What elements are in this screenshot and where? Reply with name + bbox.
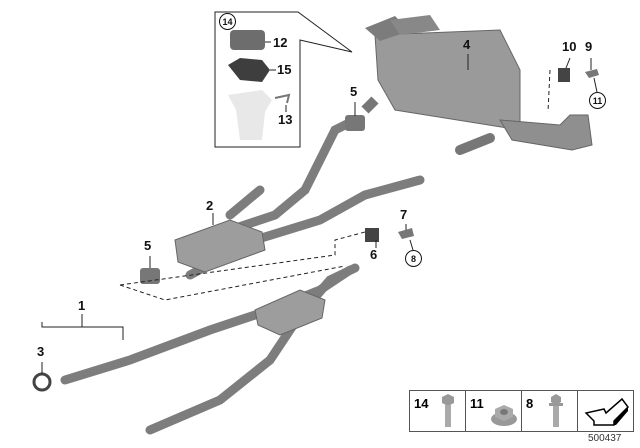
inset-frame [214,11,353,148]
callout-5-upper: 5 [350,84,358,99]
callout-8: 8 [405,250,422,267]
flange-bolt-icon [549,394,563,427]
arrow-icon [584,397,629,426]
callout-2: 2 [206,198,214,213]
callout-14: 14 [219,13,236,30]
callout-10: 10 [562,39,577,54]
nav-arrow-button[interactable] [578,391,633,431]
clamp-3 [32,372,52,392]
document-number: 500437 [588,433,622,444]
callout-5-lower: 5 [144,238,152,253]
front-pipe-left [60,265,355,385]
callout-7: 7 [400,207,408,222]
hex-nut-icon [491,405,517,426]
callout-6: 6 [370,247,378,262]
legend-item: 14 [410,391,466,431]
callout-4: 4 [463,37,471,52]
hardware-legend: 14 11 8 [409,390,634,432]
actuator-part [230,30,265,50]
legend-number: 14 [414,396,429,411]
legend-item: 11 [466,391,522,431]
legend-item: 8 [522,391,578,431]
mount-6 [365,228,379,242]
mount-10 [558,68,570,82]
front-pipe-right [145,263,360,435]
callout-1: 1 [78,298,86,313]
bracket-9 [585,69,599,78]
bracket-7 [398,228,414,239]
callout-15: 15 [277,62,292,77]
flap-part [228,90,272,140]
callout-11: 11 [589,92,606,109]
legend-number: 8 [526,396,534,411]
clamp-5-upper [345,115,365,131]
center-muffler [174,219,266,273]
callout-12: 12 [273,35,288,50]
callout-3: 3 [37,344,45,359]
callout-9: 9 [585,39,593,54]
hex-bolt-icon [442,394,454,427]
rear-muffler [374,29,521,131]
front-muffler [254,289,326,336]
legend-number: 11 [470,396,484,411]
gasket-part [228,58,270,82]
callout-13: 13 [278,112,293,127]
